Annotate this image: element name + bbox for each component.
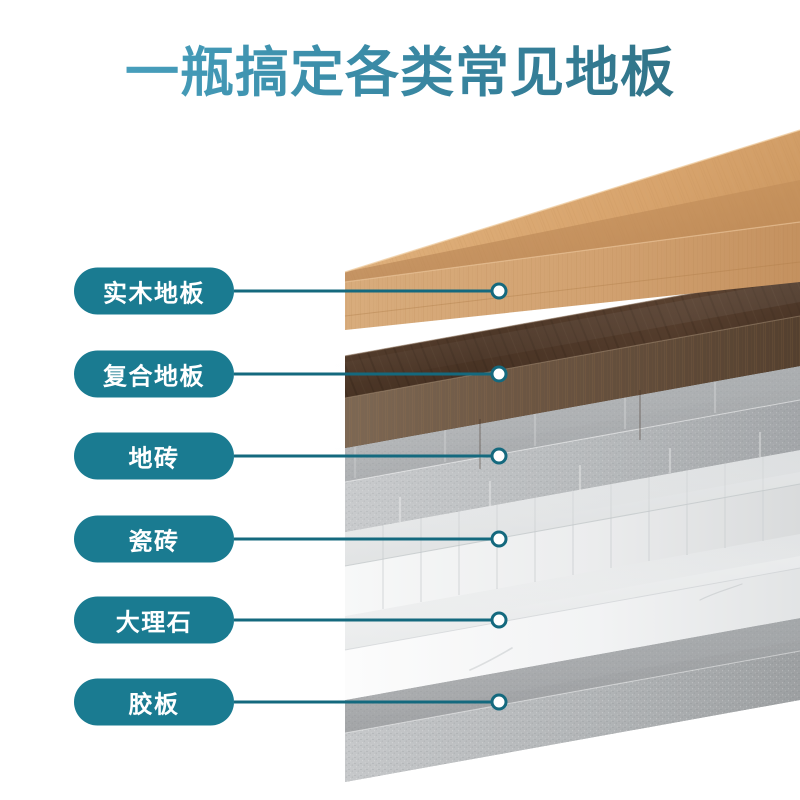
connector-dot-ceramic-tile[interactable] xyxy=(490,530,508,548)
connector-dot-marble[interactable] xyxy=(490,611,508,629)
label-text-rubber-board: 胶板 xyxy=(128,691,180,719)
label-text-ceramic-tile: 瓷砖 xyxy=(128,528,180,556)
layer-slab-solid-wood xyxy=(335,129,800,386)
leader-line-composite-wood xyxy=(234,372,499,376)
label-pill-composite-wood[interactable]: 复合地板 xyxy=(74,350,234,398)
label-pill-ceramic-tile[interactable]: 瓷砖 xyxy=(74,515,234,563)
label-text-marble: 大理石 xyxy=(115,609,193,637)
label-pill-solid-wood[interactable]: 实木地板 xyxy=(74,267,234,315)
leader-line-solid-wood xyxy=(234,289,499,293)
leader-line-rubber-board xyxy=(234,700,499,704)
connector-dot-solid-wood[interactable] xyxy=(490,282,508,300)
label-text-stone-tile: 地砖 xyxy=(128,445,180,473)
page-title: 一瓶搞定各类常见地板 xyxy=(0,43,800,103)
label-pill-marble[interactable]: 大理石 xyxy=(74,596,234,644)
connector-dot-composite-wood[interactable] xyxy=(490,365,508,383)
label-text-composite-wood: 复合地板 xyxy=(103,363,205,391)
label-pill-stone-tile[interactable]: 地砖 xyxy=(74,432,234,480)
connector-dot-rubber-board[interactable] xyxy=(490,693,508,711)
label-text-solid-wood: 实木地板 xyxy=(103,280,205,308)
leader-line-stone-tile xyxy=(234,454,499,458)
connector-dot-stone-tile[interactable] xyxy=(490,447,508,465)
leader-line-ceramic-tile xyxy=(234,537,499,541)
leader-line-marble xyxy=(234,618,499,622)
label-pill-rubber-board[interactable]: 胶板 xyxy=(74,678,234,726)
